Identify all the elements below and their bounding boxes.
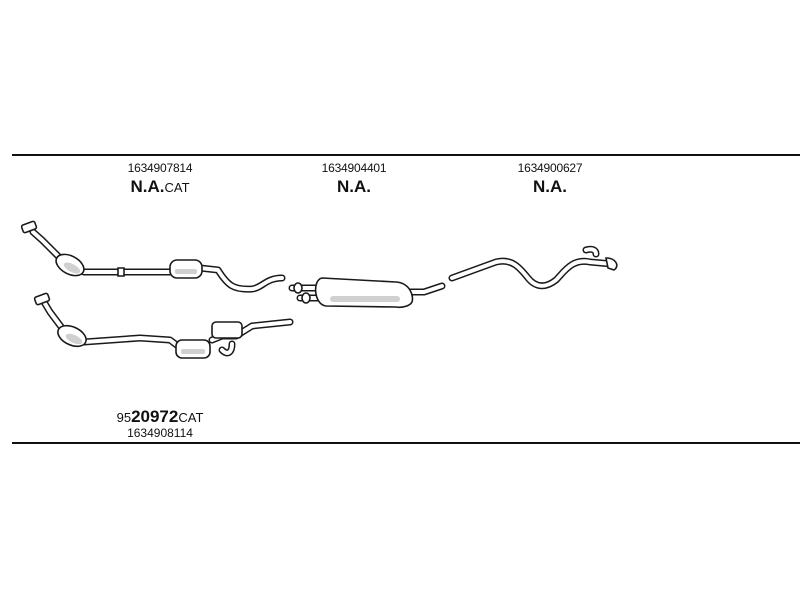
part-code-suffix: CAT xyxy=(178,410,204,425)
tail-pipe xyxy=(448,245,618,290)
part-number: 1634908114 xyxy=(127,426,193,440)
part-label-middle-silencer: 1634904401 N.A. xyxy=(322,162,387,195)
part-label-lower-front-pipe: 9520972CAT 1634908114 xyxy=(117,408,204,439)
part-code-prefix: 95 xyxy=(116,410,132,425)
part-code: N.A. xyxy=(337,177,371,196)
part-code: 20972 xyxy=(131,407,179,426)
top-divider xyxy=(12,154,800,156)
front-pipe-upper xyxy=(20,220,286,293)
part-code: N.A.CAT xyxy=(130,177,190,196)
part-code: N.A. xyxy=(533,177,567,196)
front-pipe-lower xyxy=(33,292,294,359)
bottom-divider xyxy=(12,442,800,444)
middle-silencer xyxy=(288,277,446,309)
part-number: 1634900627 xyxy=(517,161,583,175)
part-number: 1634907814 xyxy=(127,161,193,175)
part-label-tail-pipe: 1634900627 N.A. xyxy=(518,162,583,195)
part-label-front-pipe: 1634907814 N.A.CAT xyxy=(128,162,193,195)
part-number: 1634904401 xyxy=(321,161,387,175)
